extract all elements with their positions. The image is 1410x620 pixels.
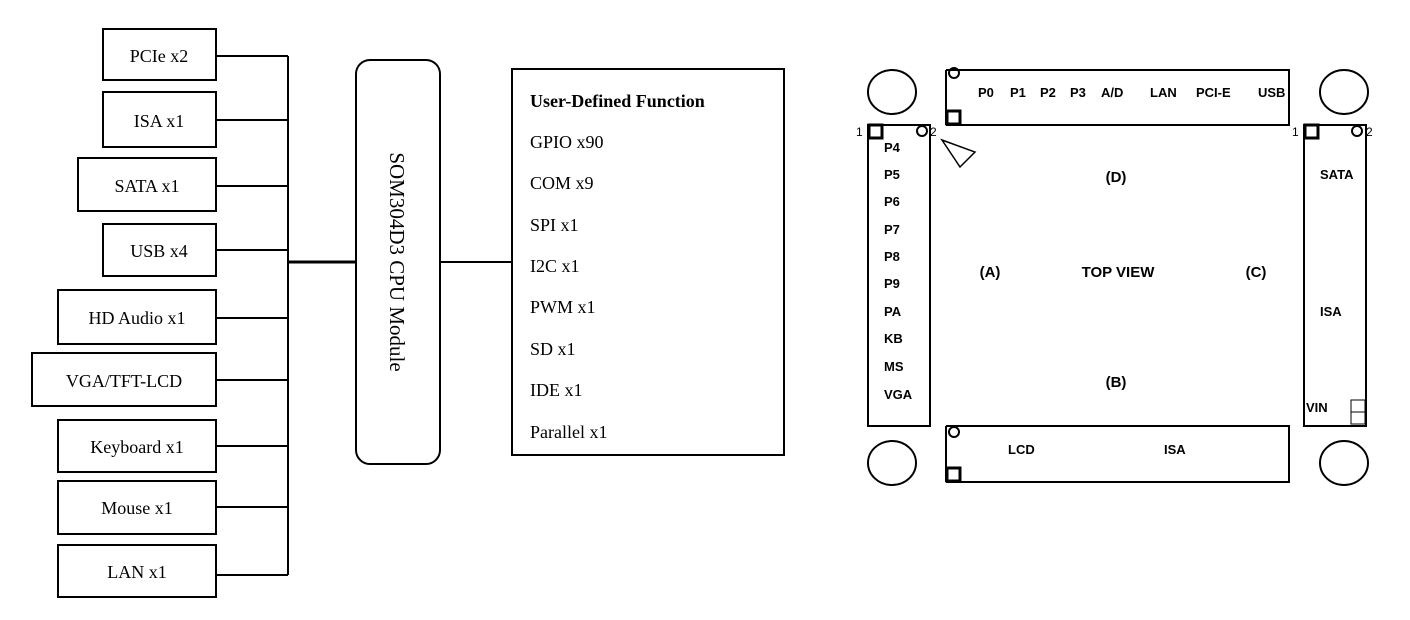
user-defined-item: SD x1: [530, 339, 576, 359]
interface-label: ISA x1: [134, 111, 185, 131]
interface-usb: [102, 223, 288, 277]
mounting-hole-top-right: [1319, 69, 1369, 115]
interface-lan: [57, 544, 288, 598]
connector-label: P0: [978, 85, 994, 100]
connector-label: VIN: [1306, 400, 1328, 415]
right-connector-labels: SATA ISA VIN: [1306, 167, 1354, 415]
top-connector-labels: P0 P1 P2 P3 A/D LAN PCI-E USB: [978, 85, 1285, 100]
connector-label: P1: [1010, 85, 1026, 100]
connector-label: USB: [1258, 85, 1285, 100]
top-view-side-labels: (D) (A) (C) (B) TOP VIEW: [980, 169, 1267, 391]
connector-label: VGA: [884, 387, 913, 402]
pin-number: 2: [930, 125, 937, 139]
interface-label: Keyboard x1: [90, 437, 183, 457]
bottom-strip-square-pin: [945, 466, 962, 483]
left-connector-labels: P4 P5 P6 P7 P8 P9 PA KB MS VGA: [884, 140, 913, 402]
user-defined-item: Parallel x1: [530, 422, 607, 442]
connector-label: PA: [884, 304, 902, 319]
side-label-b: (B): [1106, 374, 1127, 391]
top-strip-square-pin: [945, 109, 962, 126]
user-defined-list: User-Defined Function GPIO x90 COM x9 SP…: [530, 91, 705, 442]
connector-label: LCD: [1008, 442, 1035, 457]
interface-hd-audio: [57, 289, 288, 345]
interface-vga: [31, 352, 288, 407]
interface-label: VGA/TFT-LCD: [66, 371, 182, 391]
left-connector-strip: [867, 124, 931, 427]
user-defined-item: I2C x1: [530, 256, 580, 276]
connector-label: P3: [1070, 85, 1086, 100]
interface-sata: [77, 157, 288, 212]
top-view-title: TOP VIEW: [1082, 264, 1156, 281]
orientation-arrow: [940, 138, 977, 169]
user-defined-item: IDE x1: [530, 380, 583, 400]
mounting-hole-top-left: [867, 69, 917, 115]
bottom-strip-circle-pin: [948, 426, 960, 438]
top-strip-circle-pin: [948, 67, 960, 79]
left-strip-square-pin: [867, 123, 884, 140]
user-defined-title: User-Defined Function: [530, 91, 705, 111]
user-defined-item: COM x9: [530, 173, 594, 193]
connector-label: SATA: [1320, 167, 1354, 182]
connector-label: ISA: [1320, 304, 1342, 319]
interface-label: USB x4: [130, 241, 188, 261]
right-strip-circle-pin: [1351, 125, 1363, 137]
connector-label: MS: [884, 359, 904, 374]
user-defined-item: GPIO x90: [530, 132, 604, 152]
connector-label: LAN: [1150, 85, 1177, 100]
interface-isa: [102, 91, 288, 148]
connector-label: P6: [884, 194, 900, 209]
interface-labels: PCIe x2 ISA x1 SATA x1 USB x4 HD Audio x…: [66, 46, 188, 582]
top-connector-strip: [946, 69, 1290, 126]
interface-label: LAN x1: [107, 562, 167, 582]
pin-number: 1: [1292, 125, 1299, 139]
connector-label: P2: [1040, 85, 1056, 100]
connector-label: P4: [884, 140, 901, 155]
bottom-connector-strip: [946, 425, 1290, 483]
connector-label: P5: [884, 167, 900, 182]
interface-mouse: [57, 480, 288, 535]
mounting-hole-bottom-left: [867, 440, 917, 486]
side-label-c: (C): [1246, 264, 1267, 281]
pin-number: 2: [1366, 125, 1373, 139]
user-defined-item: PWM x1: [530, 297, 596, 317]
interface-pcie: [102, 28, 288, 81]
connector-label: P9: [884, 276, 900, 291]
mounting-hole-bottom-right: [1319, 440, 1369, 486]
user-defined-box: [511, 68, 785, 456]
cpu-module-label: SOM304D3 CPU Module: [385, 152, 409, 371]
interface-label: SATA x1: [114, 176, 179, 196]
connector-label: KB: [884, 331, 903, 346]
right-strip-square-pin: [1303, 123, 1320, 140]
interface-label: HD Audio x1: [88, 308, 185, 328]
pin-numbers: 1 2 1 2: [856, 125, 1373, 139]
bottom-connector-labels: LCD ISA: [1008, 442, 1186, 457]
connector-label: ISA: [1164, 442, 1186, 457]
right-connector-strip: [1303, 124, 1367, 427]
user-defined-item: SPI x1: [530, 215, 579, 235]
cpu-module-box: [355, 59, 441, 465]
block-diagram: [31, 28, 785, 598]
interface-label: PCIe x2: [130, 46, 189, 66]
connector-label: PCI-E: [1196, 85, 1231, 100]
side-label-d: (D): [1106, 169, 1127, 186]
left-strip-circle-pin: [916, 125, 928, 137]
top-view: [867, 67, 1369, 486]
side-label-a: (A): [980, 264, 1001, 281]
connector-label: P7: [884, 222, 900, 237]
connector-label: A/D: [1101, 85, 1123, 100]
interface-keyboard: [57, 419, 288, 473]
pin-number: 1: [856, 125, 863, 139]
interface-label: Mouse x1: [101, 498, 173, 518]
connector-label: P8: [884, 249, 900, 264]
